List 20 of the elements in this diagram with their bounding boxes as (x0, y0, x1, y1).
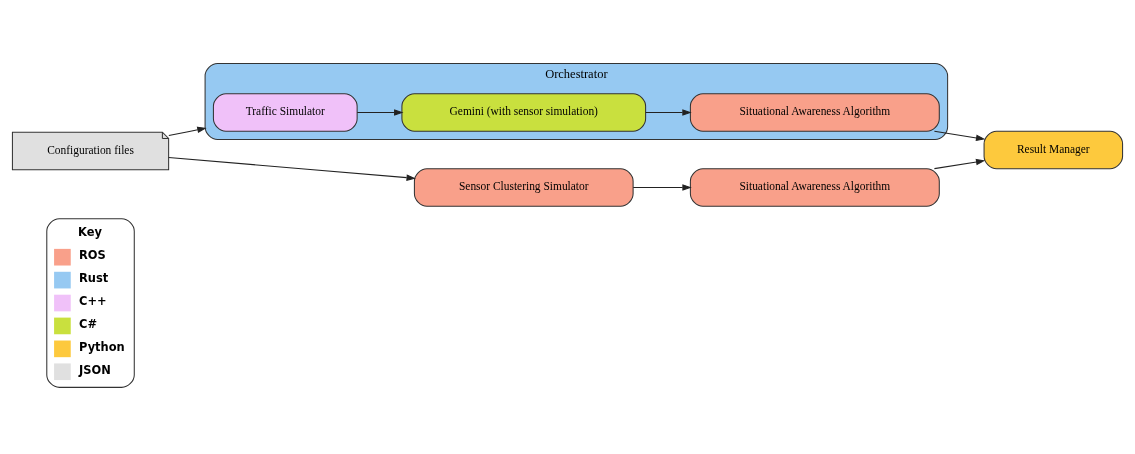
node-box: Traffic Simulator (212, 93, 358, 132)
legend-label: ROS (79, 248, 106, 263)
label: Key (78, 225, 102, 240)
node-box: Situational Awareness Algorithm (689, 168, 940, 207)
node-box: Sensor Clustering Simulator (413, 168, 634, 207)
arrow (933, 130, 986, 142)
legend-label: JSON (79, 362, 111, 377)
arrow (632, 184, 692, 191)
node-box: Gemini (with sensor simulation) (401, 93, 647, 132)
legend-label: C++ (79, 293, 107, 308)
node-box: Situational Awareness Algorithm (689, 93, 940, 132)
legend-label: C# (79, 316, 98, 331)
arrow (933, 158, 986, 170)
arrow (168, 126, 207, 137)
arrow (645, 109, 692, 116)
node-box: Result Manager (983, 130, 1124, 170)
legend-label: Rust (79, 270, 109, 285)
legend-label: Python (79, 339, 125, 354)
arrow (356, 109, 404, 116)
arrow (168, 157, 416, 181)
